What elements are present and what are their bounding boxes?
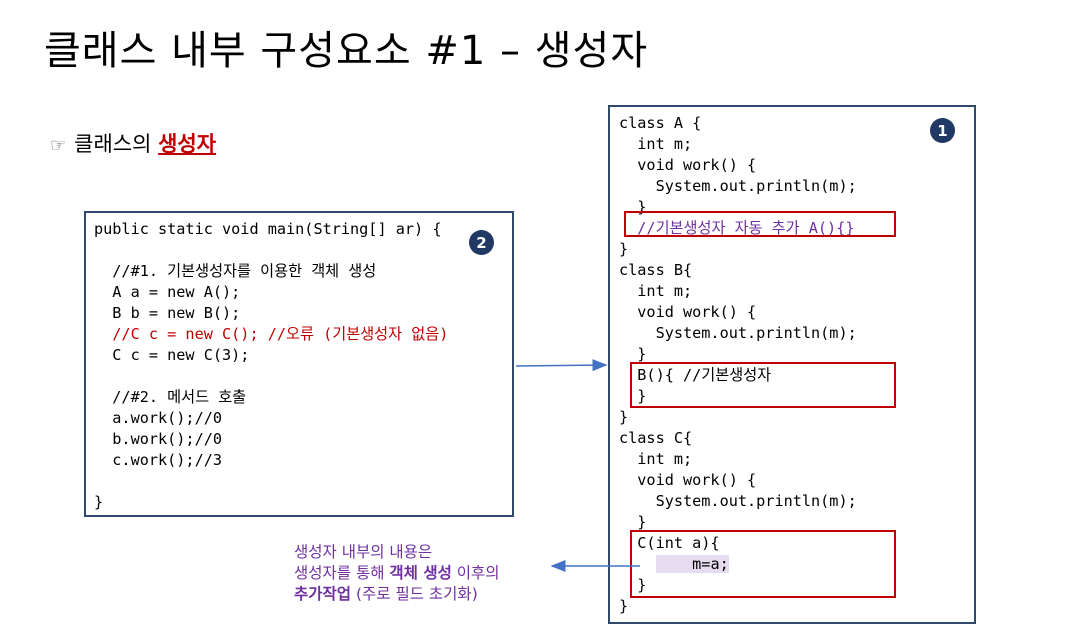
default-constructor-box-b: [630, 362, 896, 408]
code-line: }: [619, 576, 647, 594]
code-line-error: //C c = new C(); //오류 (기본생성자 없음): [94, 325, 449, 343]
class-code-box: 1 class A { int m; void work() { System.…: [608, 105, 976, 624]
code-line: C(int a){: [619, 534, 720, 552]
bullet-highlight: 생성자: [158, 132, 217, 156]
note-line-3: 추가작업 (주로 필드 초기화): [294, 585, 478, 603]
class-code: class A { int m; void work() { System.ou…: [619, 113, 974, 617]
code-line: //#2. 메서드 호출: [94, 388, 247, 406]
note-line-2: 생성자를 통해 객체 생성 이후의: [294, 564, 500, 582]
page-title: 클래스 내부 구성요소 #1 – 생성자: [44, 28, 649, 74]
badge-2: 2: [469, 230, 494, 255]
code-line-comment: //기본생성자 자동 추가 A(){}: [619, 219, 855, 237]
code-line: }: [619, 345, 647, 363]
code-line: b.work();//0: [94, 430, 223, 448]
note-bold-object-creation: 객체 생성: [389, 564, 452, 582]
code-line: c.work();//3: [94, 451, 223, 469]
code-line: void work() {: [619, 156, 757, 174]
code-line: void work() {: [619, 471, 757, 489]
code-line: }: [94, 493, 104, 511]
code-line: C c = new C(3);: [94, 346, 250, 364]
code-line: m=a;: [619, 554, 974, 575]
code-line: System.out.println(m);: [619, 324, 857, 342]
bullet-prefix: 클래스의: [74, 132, 159, 156]
code-line: public static void main(String[] ar) {: [94, 220, 442, 238]
main-code-box: 2 public static void main(String[] ar) {…: [84, 211, 514, 517]
code-line: B b = new B();: [94, 304, 241, 322]
code-line: void work() {: [619, 303, 757, 321]
constructor-box-c: [630, 530, 896, 598]
code-line: int m;: [619, 450, 693, 468]
code-line: }: [619, 387, 647, 405]
code-line: class A {: [619, 114, 702, 132]
code-line: System.out.println(m);: [619, 177, 857, 195]
pointing-hand-icon: ☞: [50, 135, 67, 156]
code-line: }: [619, 597, 629, 615]
code-line: int m;: [619, 282, 693, 300]
code-line: int m;: [619, 135, 693, 153]
code-line: }: [619, 198, 647, 216]
note-line-1: 생성자 내부의 내용은: [294, 543, 433, 561]
default-constructor-box-a: [624, 211, 896, 237]
main-code: public static void main(String[] ar) {​ …: [94, 219, 512, 513]
arrow-main-to-class: [515, 359, 608, 372]
note-bold-extra-work: 추가작업: [294, 585, 352, 603]
code-line: }: [619, 240, 629, 258]
code-line: a.work();//0: [94, 409, 223, 427]
code-line: System.out.println(m);: [619, 492, 857, 510]
code-line: }: [619, 408, 629, 426]
code-line: class B{: [619, 261, 693, 279]
constructor-note: 생성자 내부의 내용은 생성자를 통해 객체 생성 이후의 추가작업 (주로 필…: [294, 542, 500, 605]
code-line: }: [619, 513, 647, 531]
badge-1: 1: [930, 118, 955, 143]
code-line: A a = new A();: [94, 283, 241, 301]
bullet-heading: ☞ 클래스의 생성자: [50, 128, 216, 158]
code-line: class C{: [619, 429, 693, 447]
code-line: //#1. 기본생성자를 이용한 객체 생성: [94, 262, 377, 280]
code-highlight: m=a;: [655, 555, 729, 573]
code-line: B(){ //기본생성자: [619, 366, 772, 384]
